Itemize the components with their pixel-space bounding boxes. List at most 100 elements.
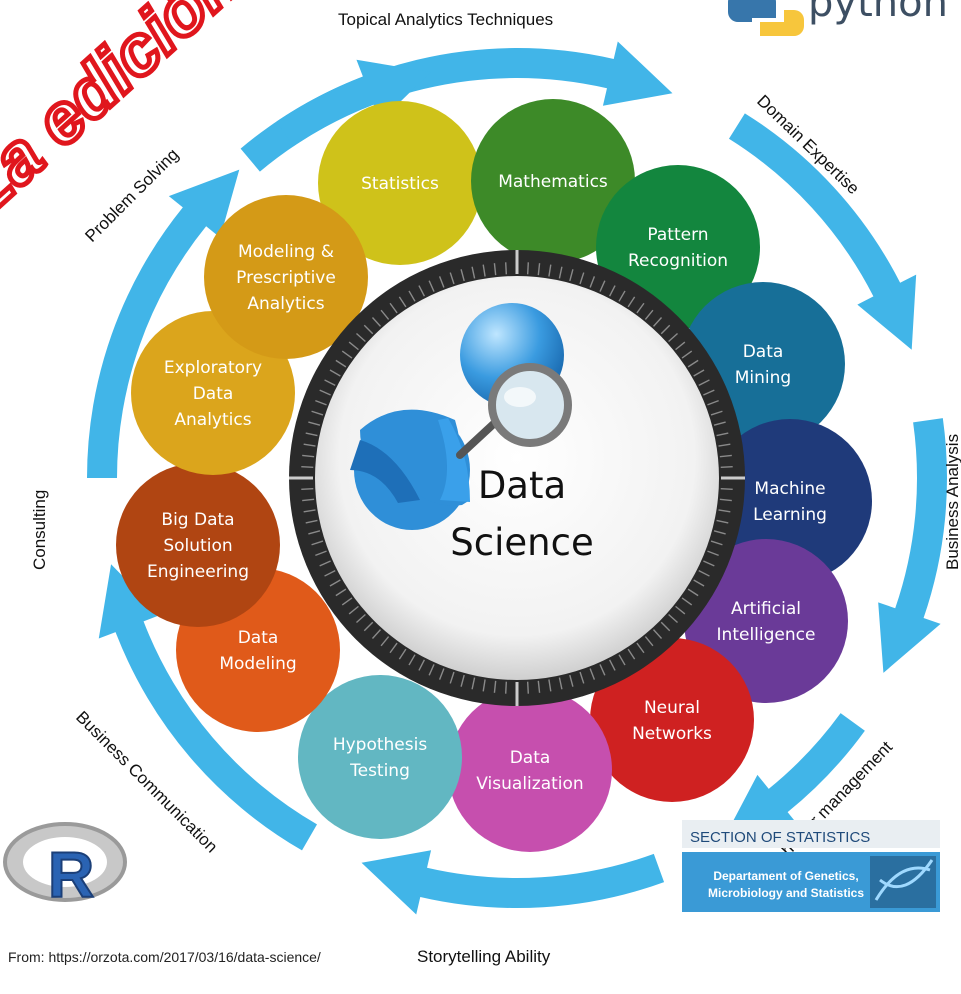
skill-label-business-analysis: Business Analysis bbox=[943, 434, 961, 570]
dial-tick bbox=[311, 410, 324, 416]
dial-tick bbox=[599, 280, 606, 292]
dial-tick bbox=[335, 359, 347, 368]
dial-tick bbox=[305, 432, 318, 437]
dial-tick bbox=[341, 350, 353, 359]
petal-label: Solution bbox=[163, 536, 232, 556]
dial-tick bbox=[471, 266, 476, 279]
dial-tick bbox=[398, 296, 407, 308]
dial-tick bbox=[302, 454, 315, 458]
dial-tick bbox=[363, 621, 374, 632]
dial-tick bbox=[693, 579, 705, 587]
dial-tick bbox=[703, 389, 715, 396]
center-disc bbox=[315, 276, 719, 680]
cycle-arrow bbox=[724, 713, 865, 838]
dial-tick bbox=[652, 317, 663, 327]
dial-tick bbox=[308, 421, 321, 426]
dial-tick bbox=[608, 659, 616, 671]
dial-tick bbox=[599, 664, 606, 676]
dial-tick bbox=[644, 309, 654, 320]
dial-tick bbox=[438, 668, 445, 680]
r-logo-letter: R bbox=[48, 839, 94, 911]
dial-tick bbox=[308, 530, 321, 535]
petal-circle bbox=[448, 688, 612, 852]
dial-tick bbox=[348, 341, 359, 351]
dial-tick bbox=[627, 648, 636, 660]
dial-tick bbox=[371, 317, 382, 327]
petal-circle bbox=[318, 101, 482, 265]
dial-tick bbox=[687, 588, 699, 597]
dial-tick bbox=[713, 530, 726, 535]
petal-label: Analytics bbox=[174, 410, 251, 430]
dial-tick bbox=[618, 654, 626, 666]
cycle-arrow bbox=[87, 169, 240, 478]
dial-tick bbox=[302, 498, 315, 502]
dial-tick bbox=[319, 560, 331, 567]
dial-tick bbox=[579, 272, 585, 285]
skill-label-topical: Topical Analytics Techniques bbox=[338, 10, 553, 29]
petal-label: Machine bbox=[754, 479, 825, 499]
petal-label: Data bbox=[193, 384, 234, 404]
cycle-arrow bbox=[276, 59, 431, 147]
center-title-line2: Science bbox=[450, 521, 593, 564]
dial-tick bbox=[493, 263, 497, 276]
dial-tick bbox=[324, 569, 336, 577]
petal-label: Data bbox=[238, 628, 279, 648]
dial-tick bbox=[569, 269, 574, 282]
dial-tick bbox=[720, 465, 733, 469]
dial-tick bbox=[719, 498, 732, 502]
dial-tick bbox=[348, 605, 359, 615]
dial-tick bbox=[504, 681, 508, 694]
dial-tick bbox=[618, 290, 626, 302]
dial-tick bbox=[660, 621, 671, 632]
dial-tick bbox=[482, 264, 486, 277]
dial-tick bbox=[335, 588, 347, 597]
dial-tick bbox=[579, 671, 585, 684]
dial-tick bbox=[627, 296, 636, 308]
source-citation: From: https://orzota.com/2017/03/16/data… bbox=[8, 949, 321, 965]
dial-tick bbox=[460, 269, 465, 282]
section-of-statistics-badge: SECTION OF STATISTICS Departament of Gen… bbox=[682, 820, 940, 912]
skill-label-storytelling: Storytelling Ability bbox=[417, 947, 551, 966]
petal-label: Neural bbox=[644, 698, 700, 718]
petal-label: Modeling bbox=[219, 654, 296, 674]
dial-tick bbox=[363, 324, 374, 335]
dial-tick bbox=[608, 285, 616, 297]
dial-tick bbox=[408, 654, 416, 666]
dial-tick bbox=[589, 668, 596, 680]
dial-tick bbox=[371, 629, 382, 639]
dial-tick bbox=[558, 266, 563, 279]
petal-label: Exploratory bbox=[164, 358, 262, 378]
dial-tick bbox=[303, 443, 316, 447]
petal-label: Data bbox=[510, 748, 551, 768]
dial-tick bbox=[305, 519, 318, 524]
petal-label: Mathematics bbox=[498, 172, 608, 192]
dial-tick bbox=[548, 264, 552, 277]
dial-tick bbox=[687, 359, 699, 368]
section-title: SECTION OF STATISTICS bbox=[690, 829, 870, 846]
petal-label: Recognition bbox=[628, 251, 728, 271]
dial-tick bbox=[428, 664, 435, 676]
cycle-arrow bbox=[728, 113, 917, 350]
dial-tick bbox=[681, 350, 693, 359]
dial-tick bbox=[315, 399, 327, 406]
dial-tick bbox=[668, 613, 678, 624]
petal-circle bbox=[204, 195, 368, 359]
petal-circle bbox=[590, 638, 754, 802]
dial-tick bbox=[301, 465, 314, 469]
petal-label: Mining bbox=[735, 368, 791, 388]
dial-tick bbox=[380, 309, 390, 320]
dial-tick bbox=[718, 509, 731, 513]
petal-circle bbox=[116, 463, 280, 627]
outer-arrows bbox=[87, 41, 947, 915]
dial-tick bbox=[398, 648, 407, 660]
dial-tick bbox=[569, 674, 574, 687]
dial-tick bbox=[537, 680, 541, 693]
dial-tick bbox=[324, 379, 336, 387]
cycle-arrow bbox=[361, 850, 665, 915]
dial-tick bbox=[493, 680, 497, 693]
petal-label: Analytics bbox=[247, 294, 324, 314]
dial-tick bbox=[418, 659, 426, 671]
dial-tick bbox=[675, 605, 686, 615]
dial-tick bbox=[718, 443, 731, 447]
